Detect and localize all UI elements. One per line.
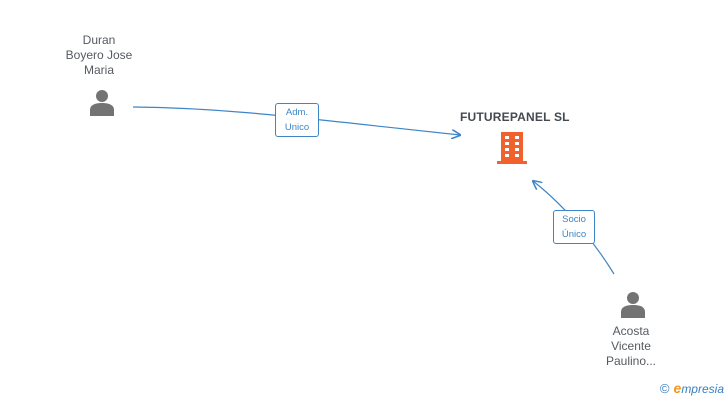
person-icon[interactable] bbox=[619, 290, 647, 318]
edge-label-line: Unico bbox=[284, 122, 310, 133]
person-name-line: Vicente bbox=[611, 339, 651, 353]
person-name-acosta[interactable]: Acosta Vicente Paulino... bbox=[586, 324, 676, 369]
person-name-line: Maria bbox=[83, 63, 114, 77]
edge-label-socio-unico[interactable]: Socio Único bbox=[553, 210, 595, 244]
person-icon[interactable] bbox=[88, 88, 116, 116]
building-icon[interactable] bbox=[496, 131, 528, 165]
person-name-line: Duran bbox=[82, 33, 116, 47]
company-name[interactable]: FUTUREPANEL SL bbox=[460, 110, 570, 124]
brand-initial: e bbox=[673, 380, 682, 396]
edge-person1-to-company bbox=[132, 106, 460, 135]
brand-name: mpresia bbox=[681, 382, 724, 396]
edge-label-line: Socio bbox=[562, 214, 586, 225]
copyright-icon: © bbox=[659, 380, 670, 396]
edge-label-line: Único bbox=[561, 229, 587, 240]
edge-label-line: Adm. bbox=[285, 107, 309, 118]
empresia-logo[interactable]: © empresia bbox=[660, 380, 724, 396]
person-name-duran[interactable]: Duran Boyero Jose Maria bbox=[54, 33, 144, 78]
person-name-line: Paulino... bbox=[605, 354, 657, 368]
person-name-line: Boyero Jose bbox=[65, 48, 133, 62]
edge-label-adm-unico[interactable]: Adm. Unico bbox=[275, 103, 319, 137]
person-name-line: Acosta bbox=[612, 324, 650, 338]
